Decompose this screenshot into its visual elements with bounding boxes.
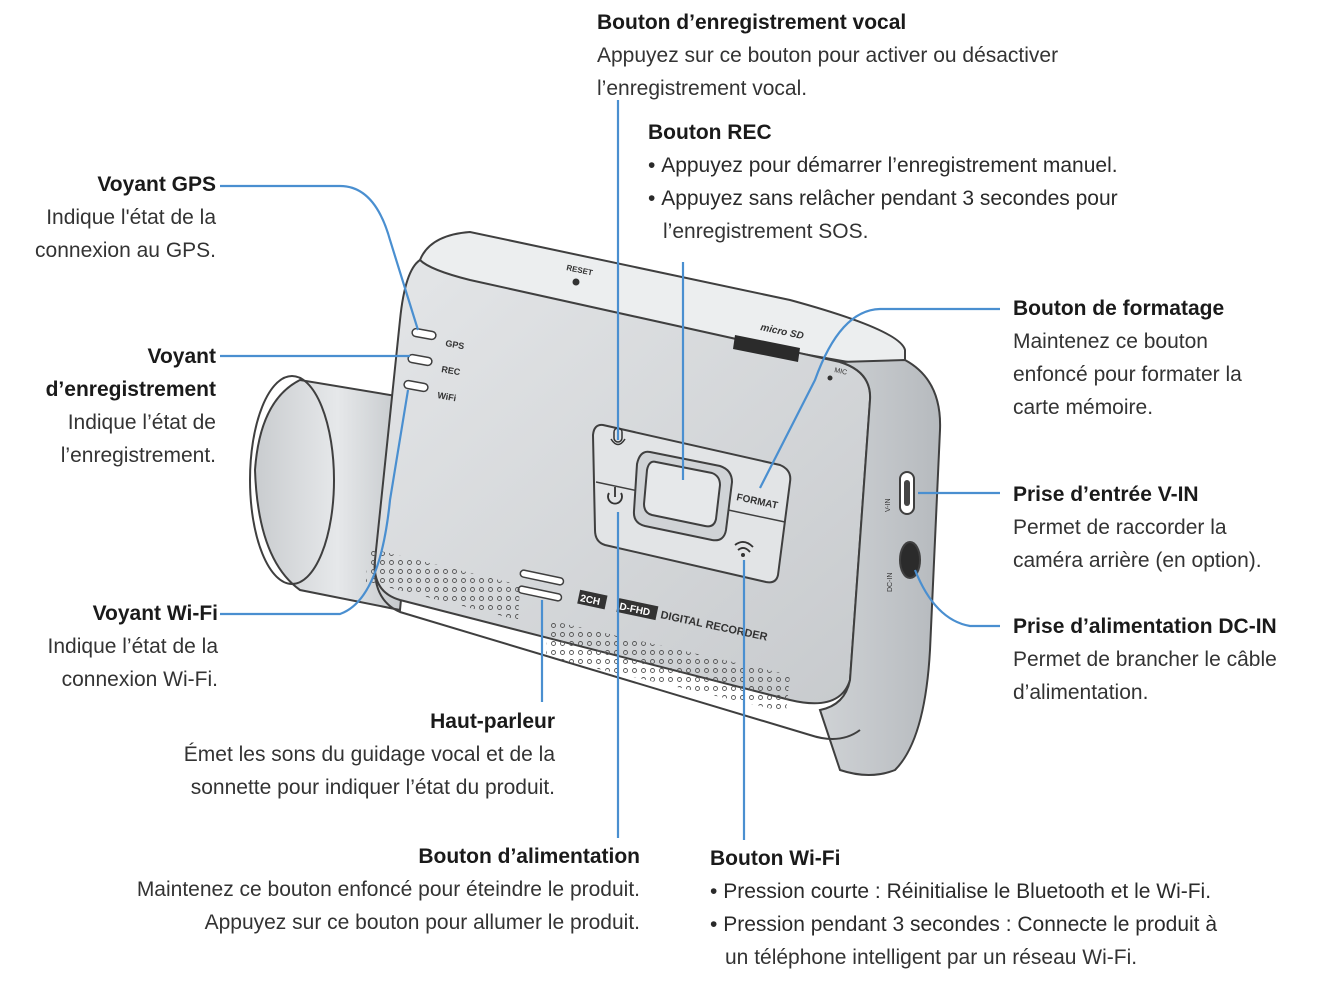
callout-dcin-desc-2: d’alimentation. bbox=[1013, 676, 1277, 709]
callout-speaker-title: Haut-parleur bbox=[90, 705, 555, 738]
callout-format-desc-1: Maintenez ce bouton bbox=[1013, 325, 1242, 358]
callout-recording-led-desc-2: l’enregistrement. bbox=[0, 439, 216, 472]
line-gps bbox=[220, 186, 418, 330]
callout-gps-title: Voyant GPS bbox=[0, 168, 216, 201]
callout-power-title: Bouton d’alimentation bbox=[20, 840, 640, 873]
vin-port-label: V-IN bbox=[885, 498, 892, 512]
callout-wifi-led-title: Voyant Wi-Fi bbox=[0, 597, 218, 630]
callout-gps-desc-1: Indique l'état de la bbox=[0, 201, 216, 234]
callout-wifi-button-bullet-2-cont: un téléphone intelligent par un réseau W… bbox=[710, 941, 1217, 974]
callout-voice-desc-2: l’enregistrement vocal. bbox=[597, 72, 1058, 105]
callout-vin-title: Prise d’entrée V-IN bbox=[1013, 478, 1262, 511]
callout-format-desc-3: carte mémoire. bbox=[1013, 391, 1242, 424]
reset-hole bbox=[573, 279, 580, 286]
callout-power-desc-1: Maintenez ce bouton enfoncé pour éteindr… bbox=[20, 873, 640, 906]
callout-wifi-button: Bouton Wi-Fi Pression courte : Réinitial… bbox=[710, 842, 1217, 974]
callout-rec-title: Bouton REC bbox=[648, 116, 1118, 149]
callout-voice-desc-1: Appuyez sur ce bouton pour activer ou dé… bbox=[597, 39, 1058, 72]
mic-hole bbox=[828, 376, 833, 381]
callout-wifi-button-bullet-1: Pression courte : Réinitialise le Blueto… bbox=[710, 875, 1217, 908]
callout-wifi-button-bullets: Pression courte : Réinitialise le Blueto… bbox=[710, 875, 1217, 941]
callout-vin-desc-1: Permet de raccorder la bbox=[1013, 511, 1262, 544]
callout-rec-button: Bouton REC Appuyez pour démarrer l’enreg… bbox=[648, 116, 1118, 248]
callout-voice-button: Bouton d’enregistrement vocal Appuyez su… bbox=[597, 6, 1058, 105]
callout-dcin-title: Prise d’alimentation DC-IN bbox=[1013, 610, 1277, 643]
callout-dcin-desc-1: Permet de brancher le câble bbox=[1013, 643, 1277, 676]
callout-voice-title: Bouton d’enregistrement vocal bbox=[597, 6, 1058, 39]
callout-power-button: Bouton d’alimentation Maintenez ce bouto… bbox=[20, 840, 640, 939]
callout-vin-port: Prise d’entrée V-IN Permet de raccorder … bbox=[1013, 478, 1262, 577]
callout-power-desc-2: Appuyez sur ce bouton pour allumer le pr… bbox=[20, 906, 640, 939]
callout-recording-led-title-2: d’enregistrement bbox=[0, 373, 216, 406]
callout-recording-led-title-1: Voyant bbox=[0, 340, 216, 373]
callout-format-title: Bouton de formatage bbox=[1013, 292, 1242, 325]
callout-wifi-button-bullet-2: Pression pendant 3 secondes : Connecte l… bbox=[710, 908, 1217, 941]
callout-rec-bullet-2-cont: l’enregistrement SOS. bbox=[648, 215, 1118, 248]
callout-wifi-led: Voyant Wi-Fi Indique l’état de la connex… bbox=[0, 597, 218, 696]
callout-recording-led-desc-1: Indique l’état de bbox=[0, 406, 216, 439]
callout-wifi-led-desc-2: connexion Wi-Fi. bbox=[0, 663, 218, 696]
callout-wifi-button-title: Bouton Wi-Fi bbox=[710, 842, 1217, 875]
callout-wifi-led-desc-1: Indique l’état de la bbox=[0, 630, 218, 663]
dcin-port-label: DC-IN bbox=[887, 573, 894, 592]
callout-speaker-desc-1: Émet les sons du guidage vocal et de la bbox=[90, 738, 555, 771]
callout-rec-bullet-2: Appuyez sans relâcher pendant 3 secondes… bbox=[648, 182, 1118, 215]
callout-gps-desc-2: connexion au GPS. bbox=[0, 234, 216, 267]
callout-gps-led: Voyant GPS Indique l'état de la connexio… bbox=[0, 168, 216, 267]
callout-recording-led: Voyant d’enregistrement Indique l’état d… bbox=[0, 340, 216, 472]
callout-vin-desc-2: caméra arrière (en option). bbox=[1013, 544, 1262, 577]
callout-speaker-desc-2: sonnette pour indiquer l’état du produit… bbox=[90, 771, 555, 804]
callout-rec-bullet-1: Appuyez pour démarrer l’enregistrement m… bbox=[648, 149, 1118, 182]
callout-rec-bullets: Appuyez pour démarrer l’enregistrement m… bbox=[648, 149, 1118, 215]
callout-dcin-port: Prise d’alimentation DC-IN Permet de bra… bbox=[1013, 610, 1277, 709]
callout-speaker: Haut-parleur Émet les sons du guidage vo… bbox=[90, 705, 555, 804]
callout-format-button: Bouton de formatage Maintenez ce bouton … bbox=[1013, 292, 1242, 424]
callout-format-desc-2: enfoncé pour formater la bbox=[1013, 358, 1242, 391]
